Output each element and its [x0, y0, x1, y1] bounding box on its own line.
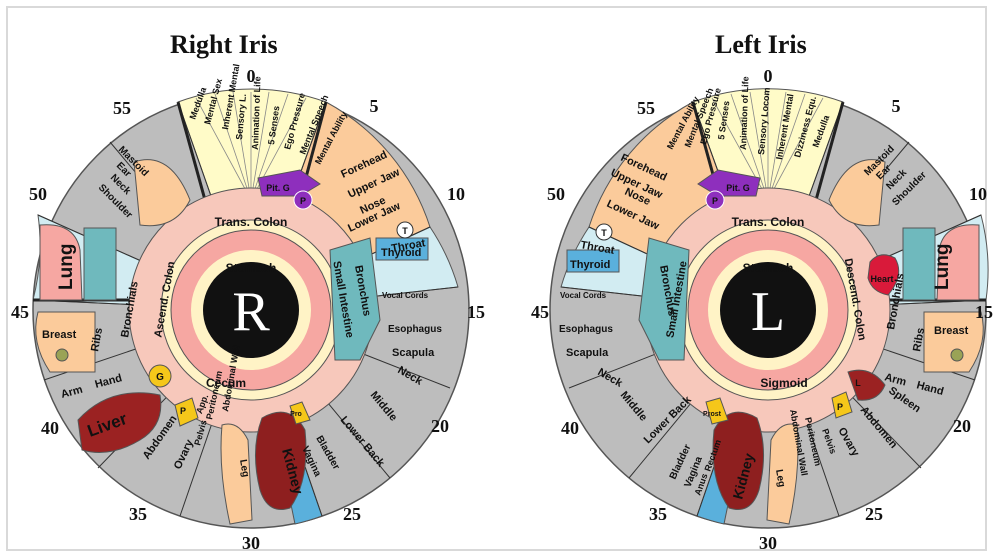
right-label-lung: Lung: [56, 244, 77, 290]
right-breast-nipple: [56, 349, 68, 361]
right-label-esophagus: Esophagus: [388, 324, 442, 335]
right-num-0: 0: [247, 66, 256, 86]
right-num-30: 30: [242, 533, 260, 553]
left-label-breast: Breast: [934, 325, 969, 337]
right-num-10: 10: [447, 184, 465, 204]
right-label-t: T: [402, 226, 408, 236]
right-num-15: 15: [467, 302, 485, 322]
right-label-stomach: Stomach: [226, 261, 277, 275]
left-label-pancreas-p: P: [837, 402, 843, 412]
left-breast-nipple: [951, 349, 963, 361]
left-label-p: P: [712, 196, 718, 206]
right-label-scapula: Scapula: [392, 347, 435, 359]
right-num-50: 50: [29, 184, 47, 204]
left-label-stomach: Stomach: [743, 261, 794, 275]
right-num-25: 25: [343, 504, 361, 524]
left-label-pit-g: Pit. G: [726, 183, 750, 193]
right-iris: R Stomach Trans. Colon Small Intestine C…: [11, 63, 485, 553]
left-num-40: 40: [561, 418, 579, 438]
right-label-gallbladder-g: G: [156, 372, 164, 383]
left-label-prost: Prost: [703, 411, 722, 418]
left-label-scapula: Scapula: [566, 347, 609, 359]
left-num-35: 35: [649, 504, 667, 524]
right-num-55: 55: [113, 98, 131, 118]
right-num-5: 5: [370, 96, 379, 116]
left-label-t: T: [601, 228, 607, 238]
left-bronchials-band: [903, 228, 935, 300]
left-label-sigmoid: Sigmoid: [760, 376, 807, 390]
left-label-esophagus: Esophagus: [559, 324, 613, 335]
left-num-50: 50: [547, 184, 565, 204]
left-num-15: 15: [975, 302, 993, 322]
left-num-30: 30: [759, 533, 777, 553]
left-label-heart: Heart: [870, 274, 893, 284]
right-label-vocal-cords: Vocal Cords: [382, 291, 429, 300]
left-label-lung: Lung: [932, 244, 953, 290]
right-num-40: 40: [41, 418, 59, 438]
left-label-vocal-cords: Vocal Cords: [560, 291, 607, 300]
left-num-45: 45: [531, 302, 549, 322]
right-label-pit-g: Pit. G: [266, 183, 290, 193]
left-label-spleen-l: L: [855, 378, 861, 388]
left-num-20: 20: [953, 416, 971, 436]
left-num-55: 55: [637, 98, 655, 118]
right-num-20: 20: [431, 416, 449, 436]
right-breast-shape: [36, 312, 95, 372]
left-num-5: 5: [892, 96, 901, 116]
left-num-25: 25: [865, 504, 883, 524]
right-center-letter: R: [232, 281, 270, 343]
right-num-35: 35: [129, 504, 147, 524]
right-label-pro: Pro: [290, 411, 302, 418]
right-label-breast: Breast: [42, 329, 77, 341]
right-label-p: P: [300, 196, 306, 206]
right-label-pancreas-p: P: [180, 406, 186, 416]
right-num-45: 45: [11, 302, 29, 322]
right-label-trans-colon: Trans. Colon: [215, 215, 288, 229]
right-bronchials-band: [84, 228, 116, 300]
left-iris: L Stomach Trans. Colon Small Intestine D…: [531, 66, 993, 553]
left-center-letter: L: [751, 281, 785, 343]
right-label-thyroid: Thyroid: [381, 247, 421, 259]
left-label-trans-colon: Trans. Colon: [732, 215, 805, 229]
left-num-10: 10: [969, 184, 987, 204]
left-num-0: 0: [764, 66, 773, 86]
left-label-thyroid: Thyroid: [570, 259, 610, 271]
